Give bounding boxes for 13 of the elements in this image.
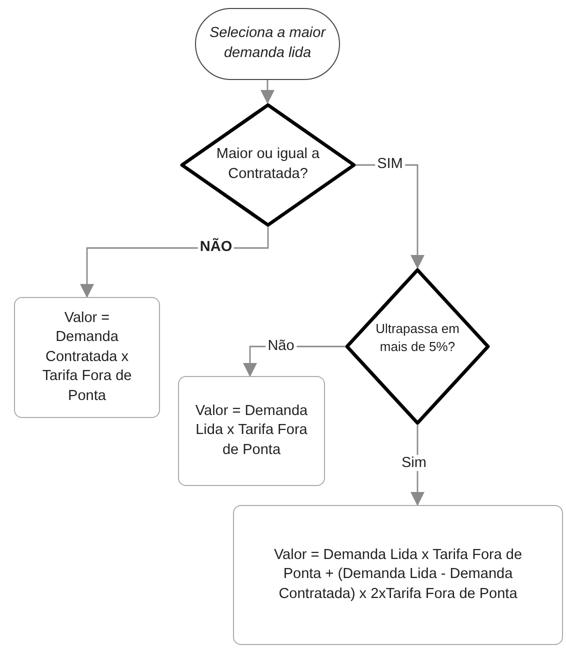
- node-text: Ultrapassa em mais de 5%?: [374, 320, 460, 356]
- arrow: [260, 80, 274, 104]
- node-text: Seleciona a maior demanda lida: [208, 24, 327, 63]
- node-text: Valor = Demanda Lida x Tarifa Fora de Ponta: [194, 402, 309, 460]
- process-box: [14, 297, 160, 418]
- node-text: Valor = Demanda Contratada x Tarifa Fora de Ponta: [41, 308, 133, 406]
- node-text: Maior ou igual a Contratada?: [215, 145, 321, 184]
- edge-label: Sim: [400, 455, 428, 471]
- decision-diamond: [345, 268, 490, 425]
- process-box: [178, 376, 325, 486]
- decision-diamond: [180, 103, 356, 227]
- node-text: Valor = Demanda Lida x Tarifa Fora de Ponta + (Demanda Lida - Demanda Contratada) x 2xTarifa Fora de Ponta: [272, 546, 524, 604]
- process-box: [233, 505, 563, 645]
